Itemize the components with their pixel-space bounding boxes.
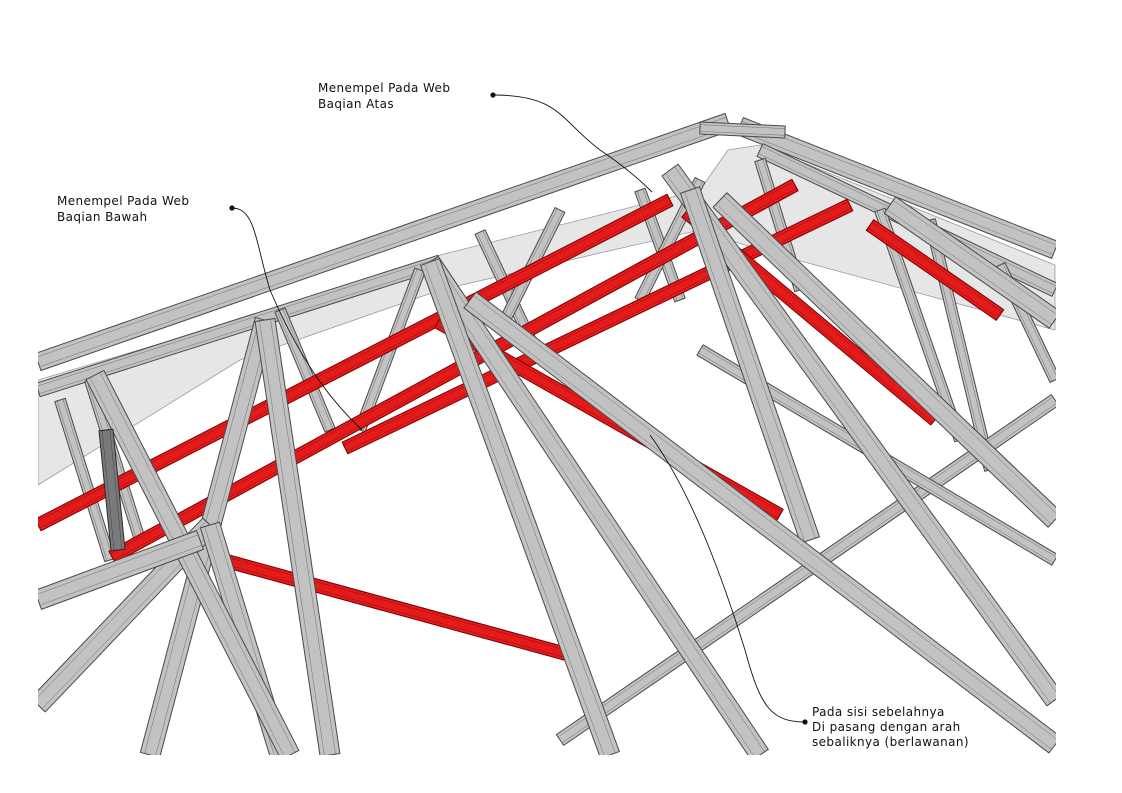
leader-dot-bottom-web bbox=[229, 205, 235, 211]
web-front-0 bbox=[421, 255, 769, 755]
web-front-3 bbox=[680, 186, 820, 544]
web-front-2 bbox=[661, 163, 1056, 707]
web-front-7 bbox=[254, 318, 341, 755]
web-front-1 bbox=[420, 258, 620, 755]
ridge-cap bbox=[699, 121, 786, 139]
leader-line-bottom-web bbox=[231, 207, 363, 431]
top-chord-right bbox=[736, 117, 1056, 259]
web-front-10 bbox=[85, 369, 300, 755]
annotation-bottom-web: Menempel Pada Web Baqian Bawah bbox=[57, 194, 194, 224]
leader-dot-top-web bbox=[490, 92, 496, 98]
leader-line-other-side bbox=[649, 434, 806, 723]
web-front-12 bbox=[883, 196, 1056, 329]
gusset-plate bbox=[98, 428, 126, 552]
steel-members-front bbox=[38, 163, 1056, 755]
web-front-11 bbox=[38, 530, 204, 610]
annotation-top-web: Menempel Pada Web Baqian Atas bbox=[318, 81, 455, 111]
top-chord-left bbox=[38, 112, 732, 372]
leader-line-top-web bbox=[492, 94, 653, 193]
leader-dot-other-side bbox=[802, 719, 808, 725]
web-front-5 bbox=[463, 291, 1056, 754]
top-chord-left-lower bbox=[38, 254, 443, 398]
annotation-other-side: Pada sisi sebelahnya Di pasang dengan ar… bbox=[812, 705, 969, 749]
red-brace-5 bbox=[865, 219, 1005, 321]
web-front-4 bbox=[712, 192, 1056, 528]
